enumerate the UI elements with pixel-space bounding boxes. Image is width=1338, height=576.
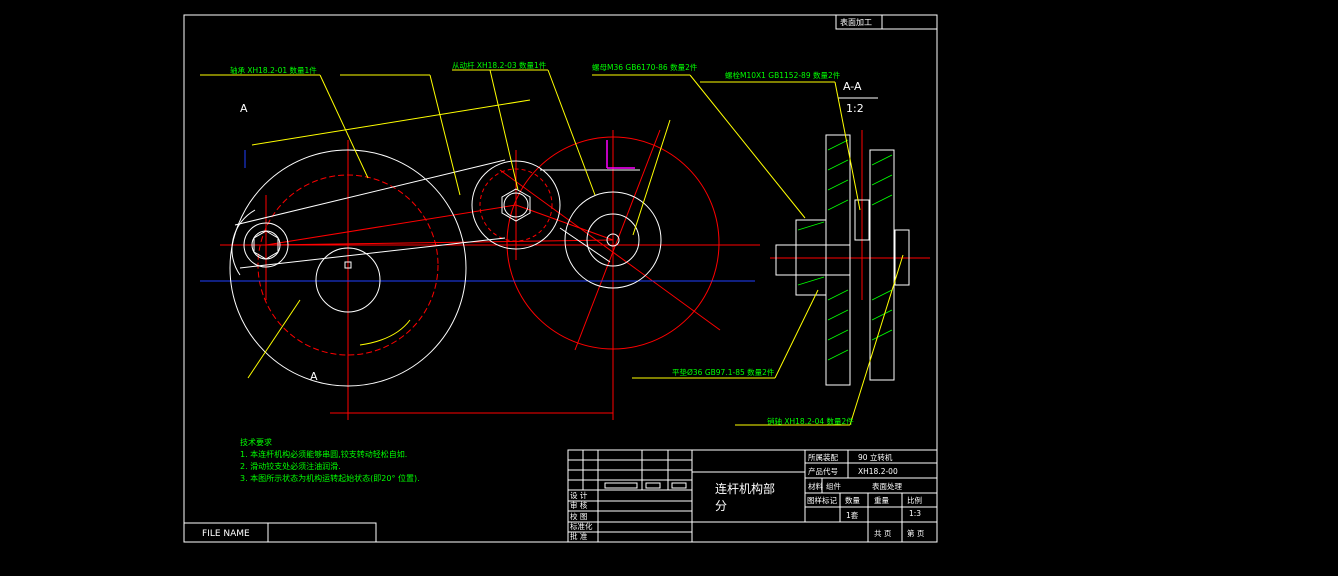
qty-label: 数量 xyxy=(845,495,860,505)
material-value: 组件 xyxy=(826,481,841,491)
callout-bolt: 螺栓M10X1 GB1152-89 数量2件 xyxy=(725,70,841,80)
weight-label: 重量 xyxy=(874,496,889,505)
total-sheets: 共 页 xyxy=(874,529,892,538)
title-block xyxy=(567,449,938,543)
section-view: A-A 1:2 xyxy=(775,80,910,386)
surface-label: 表面加工 xyxy=(840,17,872,27)
leader-lines xyxy=(200,69,904,426)
tech-line-1: 1. 本连杆机构必须能够串圆,铰支转动轻松自如. xyxy=(240,449,407,459)
tech-line-3: 3. 本图所示状态为机构运转起始状态(即20° 位置). xyxy=(240,473,420,483)
tech-line-2: 2. 滑动铰支处必须注油润滑. xyxy=(240,461,341,471)
direction-marker xyxy=(606,140,635,169)
scale-label: 比例 xyxy=(907,495,922,505)
role-check: 校 图 xyxy=(570,511,587,521)
callout-follower-link: 从动杆 XH18.2-03 数量1件 xyxy=(452,60,547,70)
surface-box: 表面加工 xyxy=(835,14,938,30)
callouts: 轴承 XH18.2-01 数量1件 从动杆 XH18.2-03 数量1件 螺母M… xyxy=(230,60,854,426)
belongs-label: 所属装配 xyxy=(808,452,838,462)
belongs-value: 90 立转机 xyxy=(858,452,893,462)
center-lines xyxy=(220,129,930,420)
link-bars xyxy=(234,159,640,269)
role-approve: 批 准 xyxy=(570,531,588,541)
scale-value: 1:3 xyxy=(909,509,921,518)
file-name-label: FILE NAME xyxy=(202,529,250,539)
product-code-label: 产品代号 xyxy=(808,466,838,476)
mechanism-parts xyxy=(229,149,662,387)
title-block-text: 连杆机构部 分 所属装配 90 立转机 产品代号 XH18.2-00 材料 组件… xyxy=(570,452,925,541)
qty-value: 1套 xyxy=(846,510,859,520)
view-marker-a-top: A xyxy=(240,102,248,115)
technical-requirements: 技术要求 1. 本连杆机构必须能够串圆,铰支转动轻松自如. 2. 滑动铰支处必须… xyxy=(240,437,420,483)
callout-washer: 平垫Ø36 GB97.1-85 数量2件 xyxy=(672,367,775,377)
drawing-name-line1: 连杆机构部 xyxy=(715,481,775,496)
surface-treatment: 表面处理 xyxy=(872,481,902,491)
callout-pin: 销轴 XH18.2-04 数量2件 xyxy=(767,416,854,426)
drawing-frame xyxy=(183,14,938,543)
section-label: A-A xyxy=(843,80,862,93)
material-label: 材料 xyxy=(808,481,823,491)
product-code-value: XH18.2-00 xyxy=(858,467,898,476)
section-scale: 1:2 xyxy=(846,102,864,115)
tech-title: 技术要求 xyxy=(240,437,272,447)
file-name-box: FILE NAME xyxy=(183,522,377,543)
crank-disc xyxy=(229,149,467,387)
callout-nut: 螺母M36 GB6170-86 数量2件 xyxy=(592,62,698,72)
hardness-label: 图样标记 xyxy=(807,495,837,505)
role-design: 设 计 xyxy=(570,490,588,500)
callout-bearing: 轴承 XH18.2-01 数量1件 xyxy=(230,65,317,75)
role-standard: 标准化 xyxy=(570,521,593,531)
dimension-lines xyxy=(200,150,755,282)
drawing-name-line2: 分 xyxy=(715,499,727,513)
view-marker-a-bottom: A xyxy=(310,370,318,383)
sheet-number: 第 页 xyxy=(907,528,925,538)
role-review: 审 核 xyxy=(570,500,588,510)
